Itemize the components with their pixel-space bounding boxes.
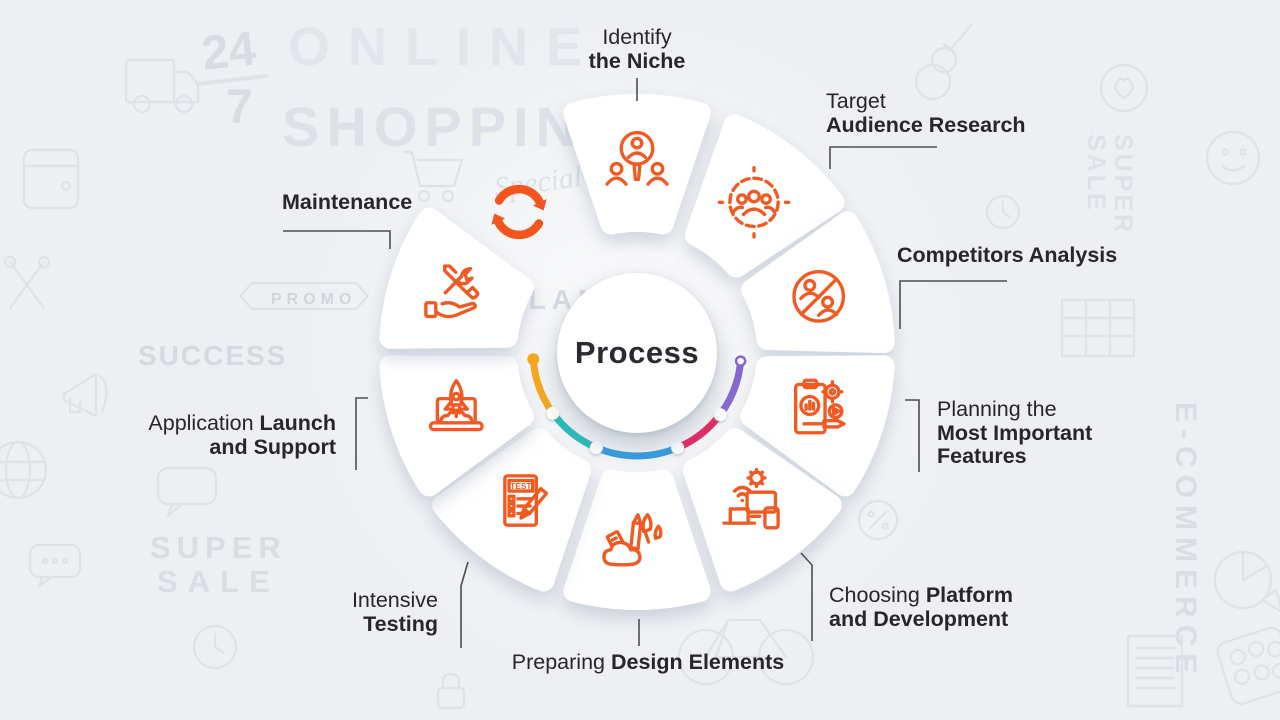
svg-text:TEST: TEST <box>510 481 532 491</box>
arc-junction-dot <box>671 441 685 455</box>
doodle-chat-dots-icon <box>28 543 82 589</box>
doodle-tools-cross-icon <box>3 255 51 310</box>
bg-text-super-sale-vertical: SUPER SALE <box>1082 134 1137 236</box>
bg-text-ecommerce: E-COMMERCE <box>1169 402 1202 681</box>
connector-launch-support <box>355 397 368 470</box>
laptop-rocket-icon <box>428 379 484 432</box>
doodle-bicycle-icon <box>677 618 815 686</box>
doodle-storefront-icon <box>1060 298 1136 358</box>
bg-text-super-vert: SUPER <box>1109 134 1137 236</box>
connector-platform-development <box>800 552 813 641</box>
center-circle: Process <box>557 273 717 433</box>
background-doodles <box>0 22 1280 710</box>
connector-target-audience <box>829 146 937 169</box>
test-checklist-icon: TEST <box>503 474 549 527</box>
feature-planning-icon <box>793 378 846 435</box>
wedge-feature-planning <box>740 355 895 497</box>
doodle-pie-chart-icon <box>1213 550 1280 613</box>
label-connectors <box>283 78 1007 648</box>
doodle-globe-icon <box>0 440 48 500</box>
bg-text-sale-vert: SALE <box>1082 134 1110 213</box>
doodle-palette-icon <box>1216 626 1280 705</box>
doodle-clock-icon <box>192 624 238 670</box>
wedge-competitors-analysis <box>741 211 895 354</box>
wedge-maintenance <box>379 207 534 349</box>
arc-end-ring <box>734 355 747 367</box>
hand-tools-icon <box>424 264 480 319</box>
arc-segment-4 <box>716 357 745 419</box>
devices-gear-icon <box>722 467 780 530</box>
bg-text-success: SUCCESS <box>138 340 288 371</box>
bg-text-7: 7 <box>226 81 253 134</box>
doodle-shopping-cart-icon <box>402 150 464 203</box>
doodle-padlock-icon <box>436 672 466 710</box>
doodle-discount-icon <box>857 499 899 541</box>
bg-text-super: SUPER <box>150 530 287 565</box>
doodle-document-icon <box>1126 634 1184 708</box>
wedge-platform-development <box>682 428 842 592</box>
bg-text-online: ONLINE <box>288 17 601 77</box>
doodle-speech-bubble-icon <box>156 466 218 518</box>
arc-junction-dot <box>546 406 560 420</box>
niche-search-icon <box>605 130 669 186</box>
wedge-launch-support <box>379 355 534 497</box>
connector-intensive-testing <box>460 561 469 648</box>
cycle-progress-arc <box>527 353 747 460</box>
doodle-wallet-icon <box>22 148 80 210</box>
arc-segment-2 <box>592 444 682 460</box>
connector-feature-planning <box>905 399 920 472</box>
audience-target-icon <box>717 165 791 239</box>
connector-competitors-analysis <box>899 280 1007 329</box>
competitor-compare-icon <box>792 270 846 323</box>
doodle-smiley-icon <box>1205 130 1261 186</box>
arc-segment-3 <box>674 411 724 452</box>
center-title: Process <box>574 335 700 370</box>
doodle-truck-icon <box>124 58 200 114</box>
arc-junction-dot <box>713 408 727 422</box>
bg-text-sale: SALE <box>157 564 280 599</box>
doodle-guitar-icon <box>914 22 974 101</box>
doodle-fraction-bar <box>196 74 268 86</box>
doodle-wall-clock-icon <box>985 194 1021 230</box>
connector-maintenance <box>283 230 391 249</box>
wedge-design-elements <box>563 469 711 610</box>
arc-segment-0 <box>529 355 557 417</box>
design-tools-icon <box>602 513 663 567</box>
arc-junction-dot <box>589 441 603 455</box>
arc-start-dot <box>527 353 540 366</box>
doodle-promo-ribbon-icon <box>238 281 370 311</box>
doodle-megaphone-icon <box>62 372 108 418</box>
bg-text-promo: PROMO <box>271 291 357 308</box>
doodle-heart-bubble-icon <box>1099 63 1149 113</box>
cycle-arrows-icon <box>491 184 547 240</box>
